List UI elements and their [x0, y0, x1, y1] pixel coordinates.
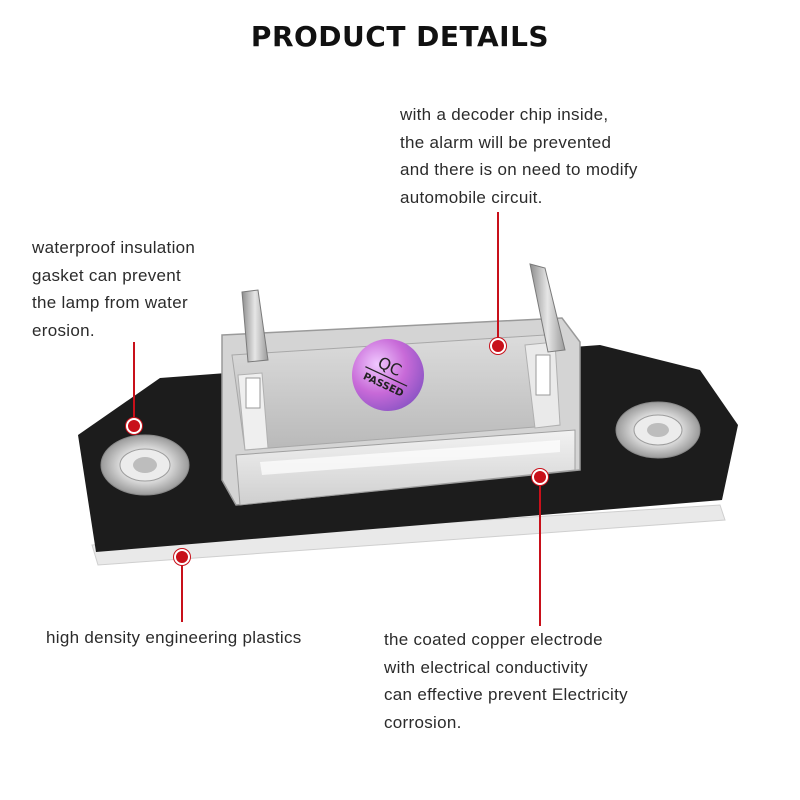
callout-line: the coated copper electrode: [384, 630, 603, 649]
decoder-leader-line: [497, 212, 499, 342]
page-title: PRODUCT DETAILS: [250, 20, 550, 53]
decoder-callout: with a decoder chip inside, the alarm wi…: [400, 101, 638, 211]
gasket-leader-line: [133, 342, 135, 422]
right-mount-washer: [615, 401, 701, 459]
decoder-marker-dot: [490, 338, 506, 354]
callout-line: the alarm will be prevented: [400, 132, 612, 152]
callout-line: and there is on need to modify: [400, 160, 638, 179]
callout-line: waterproof insulation: [32, 238, 196, 257]
plastics-leader-line: [181, 558, 183, 622]
callout-line: with electrical conductivity: [384, 657, 588, 677]
plastics-marker-dot: [174, 549, 190, 565]
callout-line: the lamp from water: [32, 293, 188, 312]
callout-line: gasket can prevent: [32, 265, 182, 285]
clear-lens-strip: [91, 504, 726, 566]
left-terminal: [241, 289, 269, 363]
qc-passed-sticker: QC PASSED: [352, 339, 424, 411]
electrode-callout: the coated copper electrode with electri…: [384, 626, 628, 736]
electrode-marker-dot: [532, 469, 548, 485]
gasket-marker-dot: [126, 418, 142, 434]
electrode-leader-line: [539, 478, 541, 626]
callout-line: corrosion.: [384, 712, 462, 732]
plastics-callout: high density engineering plastics: [46, 624, 302, 652]
gasket-callout: waterproof insulation gasket can prevent…: [32, 234, 195, 344]
callout-line: automobile circuit.: [400, 187, 543, 207]
left-mount-washer: [100, 434, 190, 496]
right-terminal: [529, 263, 566, 353]
callout-line: erosion.: [32, 320, 95, 340]
callout-line: with a decoder chip inside,: [400, 105, 609, 124]
callout-line: high density engineering plastics: [46, 628, 302, 647]
callout-line: can effective prevent Electricity: [384, 685, 628, 704]
